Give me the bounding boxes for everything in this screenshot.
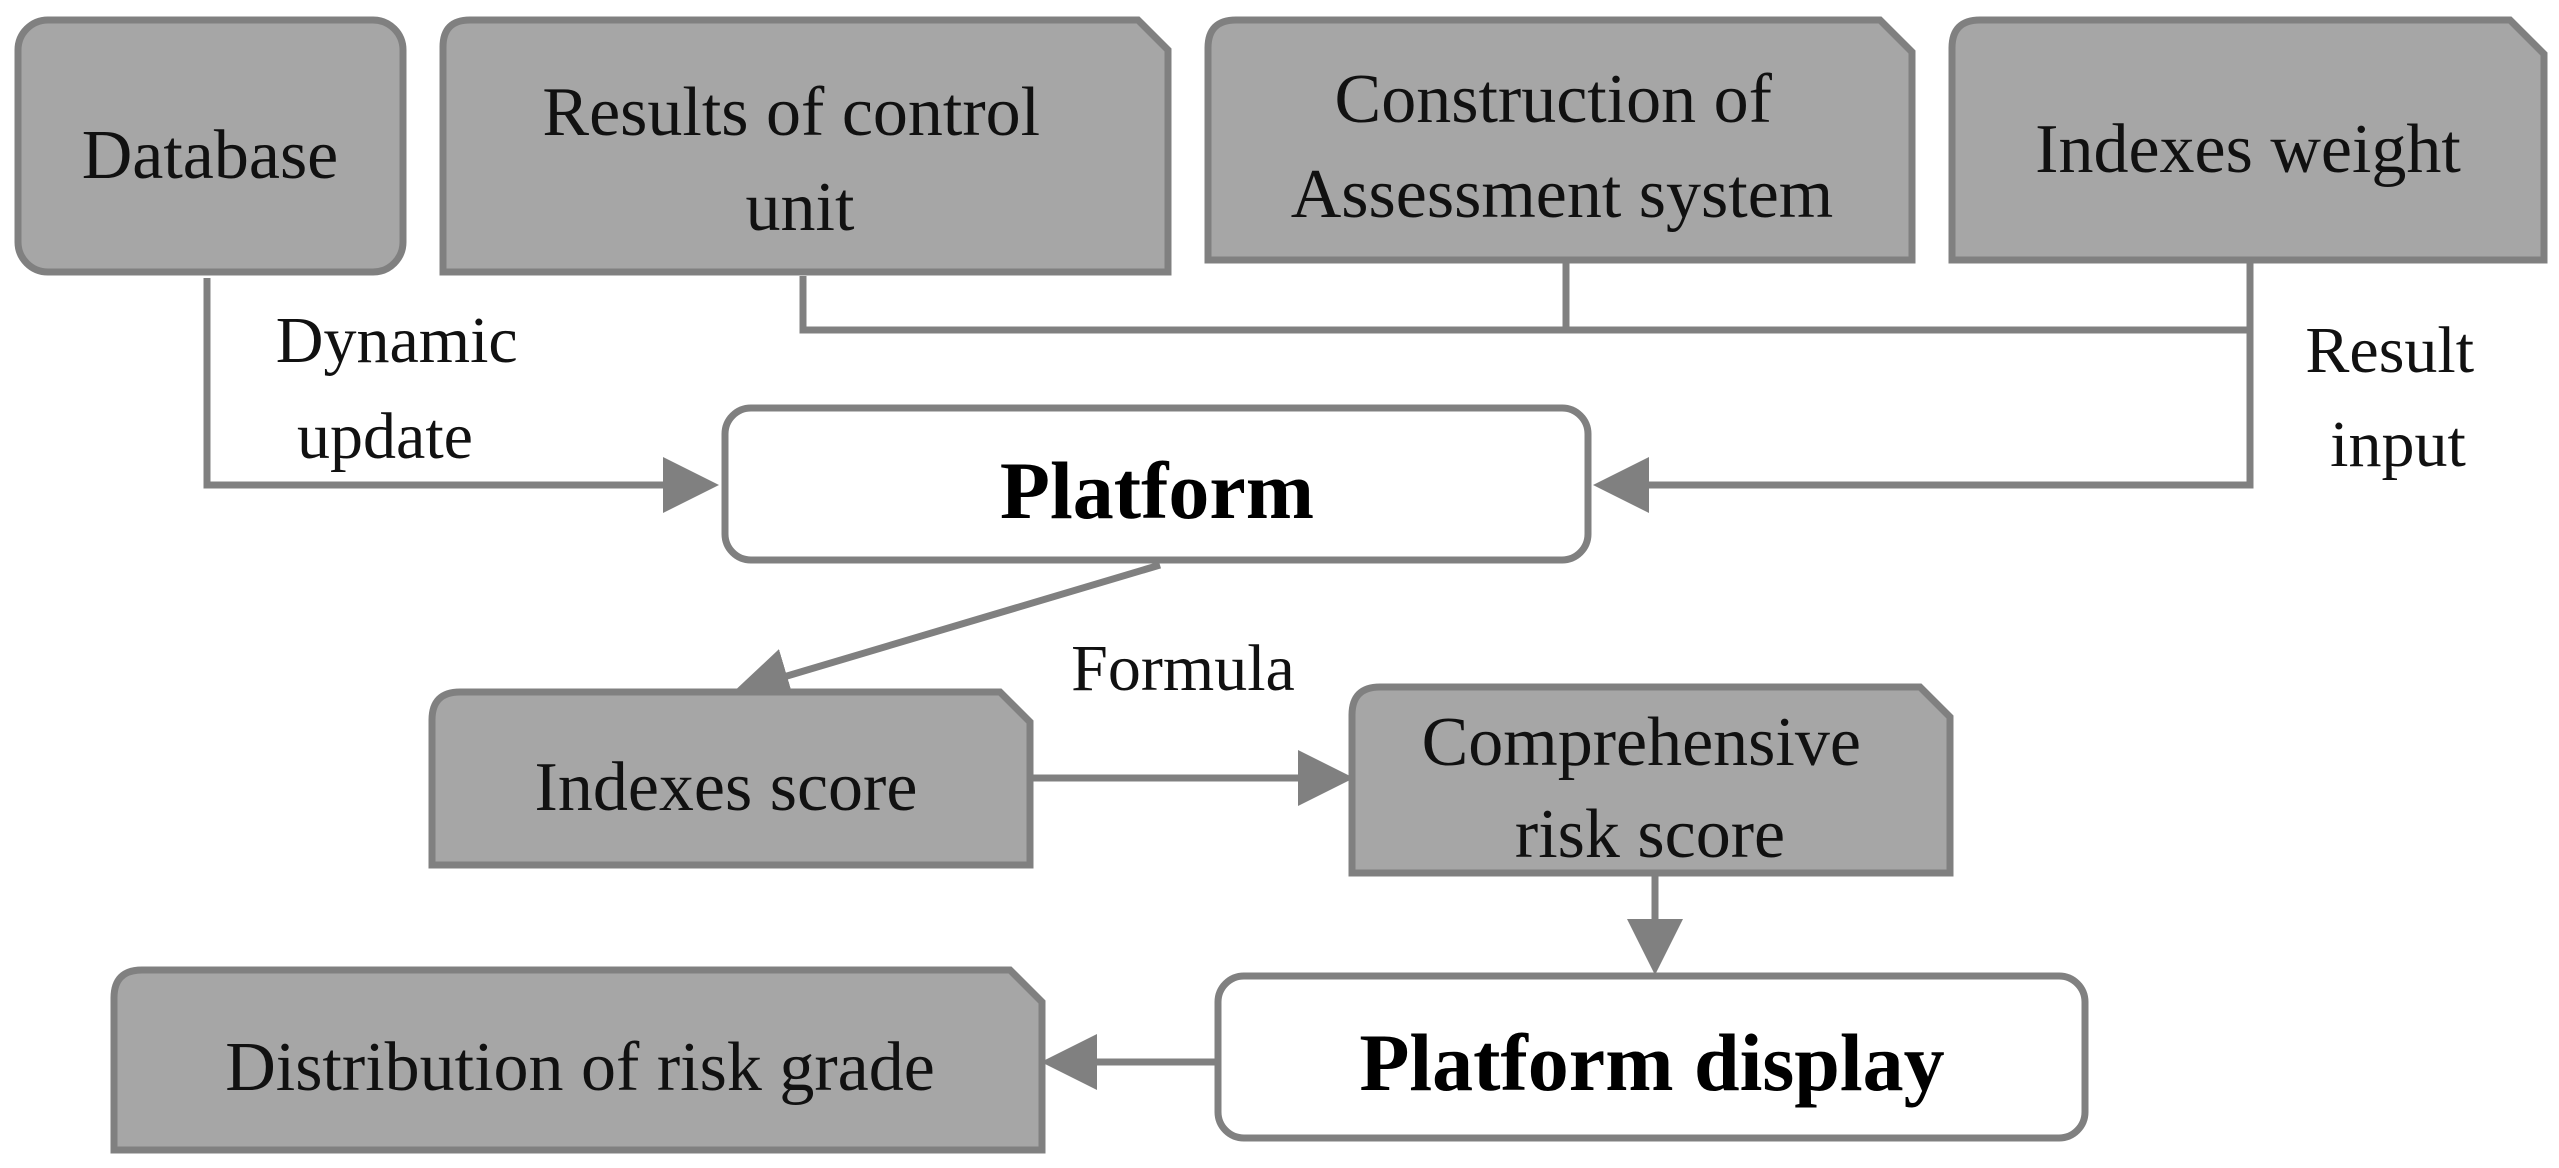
node-platform-label: Platform — [1000, 445, 1314, 536]
node-database: Database — [14, 16, 407, 276]
connector-weight-to-platform — [1593, 262, 2254, 513]
edge-label-result-input: Result input — [2305, 314, 2490, 481]
node-results-control-unit-label: Results of control unit — [542, 74, 1057, 246]
node-distribution-risk-grade-label: Distribution of risk grade — [225, 1029, 935, 1106]
edge-label-dynamic-update: Dynamic update — [276, 304, 534, 473]
node-comprehensive-risk-score: Comprehensive risk score — [1348, 683, 1954, 877]
node-indexes-score: Indexes score — [428, 688, 1034, 869]
node-database-label: Database — [82, 117, 339, 194]
node-indexes-score-label: Indexes score — [535, 749, 918, 826]
node-platform-display-label: Platform display — [1359, 1017, 1944, 1108]
node-indexes-weight: Indexes weight — [1948, 16, 2548, 264]
node-construction-assessment-label: Construction of Assessment system — [1291, 61, 1834, 233]
connector-database-to-platform — [203, 278, 719, 513]
node-indexes-weight-label: Indexes weight — [2035, 111, 2461, 188]
connector-platform-to-indexes-score — [733, 561, 1161, 703]
node-platform: Platform — [721, 404, 1592, 564]
connector-input-bus — [799, 276, 2250, 334]
node-construction-assessment: Construction of Assessment system — [1204, 16, 1916, 264]
node-results-control-unit: Results of control unit — [439, 16, 1172, 276]
node-distribution-risk-grade: Distribution of risk grade — [110, 966, 1046, 1154]
node-platform-display: Platform display — [1214, 972, 2089, 1142]
node-comprehensive-risk-score-label: Comprehensive risk score — [1422, 704, 1879, 873]
edge-label-formula: Formula — [1071, 632, 1295, 705]
